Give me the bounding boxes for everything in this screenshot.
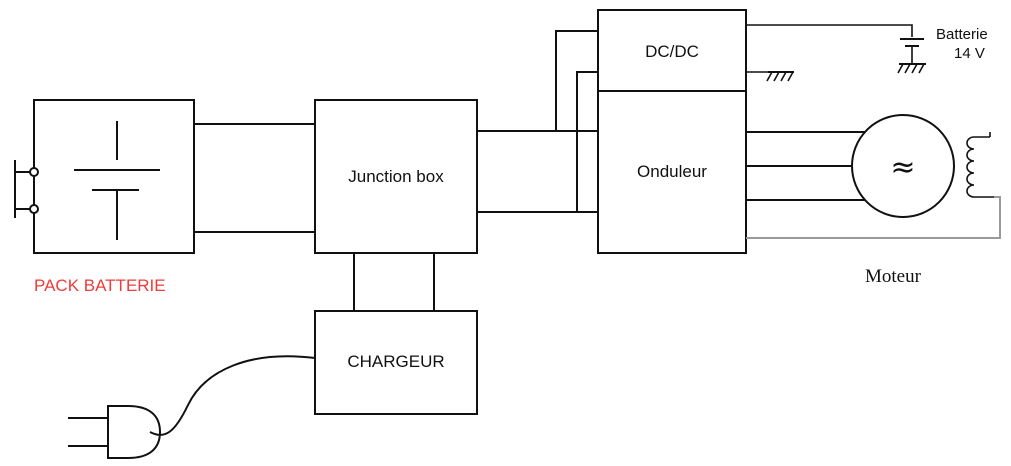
terminal-minus-icon [29, 204, 39, 214]
junction-chargeur-wires [353, 253, 435, 311]
junction-power-wires [477, 30, 598, 213]
return-wire [746, 196, 1001, 239]
pack-terminals [14, 160, 39, 218]
chargeur: CHARGEUR [314, 310, 478, 415]
dcdc-label: DC/DC [645, 42, 699, 61]
junction-box: Junction box [314, 99, 478, 254]
junction-box-rect [314, 99, 478, 254]
field-coil-icon [966, 132, 994, 198]
onduleur: Onduleur [597, 90, 747, 254]
plug-icon [68, 405, 162, 459]
chargeur-box [314, 310, 478, 415]
onduleur-box [597, 90, 747, 254]
dcdc-box [597, 9, 747, 92]
onduleur-label: Onduleur [637, 162, 707, 181]
moteur-circle [851, 114, 955, 218]
junction-box-label: Junction box [348, 167, 444, 186]
pack-junction-wires [194, 123, 315, 233]
moteur-label: Moteur [865, 266, 922, 287]
pack-batterie-label: PACK BATTERIE [34, 276, 166, 295]
dcdc-ground-icon [746, 71, 794, 82]
charging-cable [149, 355, 316, 436]
battery-pack-box [33, 99, 195, 254]
batterie-title-label: Batterie [936, 26, 988, 43]
dcdc-battery-wire [746, 24, 913, 37]
phase-wires [746, 131, 865, 201]
terminal-plus-icon [29, 167, 39, 177]
battery-pack: PACK BATTERIE [14, 99, 195, 295]
chargeur-label: CHARGEUR [347, 352, 444, 371]
battery-cell-icon [74, 121, 160, 240]
battery-14v-icon [897, 38, 926, 74]
moteur-symbol: ≈ [890, 150, 915, 185]
batterie-voltage-label: 14 V [954, 45, 985, 62]
moteur: ≈ [851, 114, 955, 218]
dcdc-converter: DC/DC [597, 9, 747, 92]
